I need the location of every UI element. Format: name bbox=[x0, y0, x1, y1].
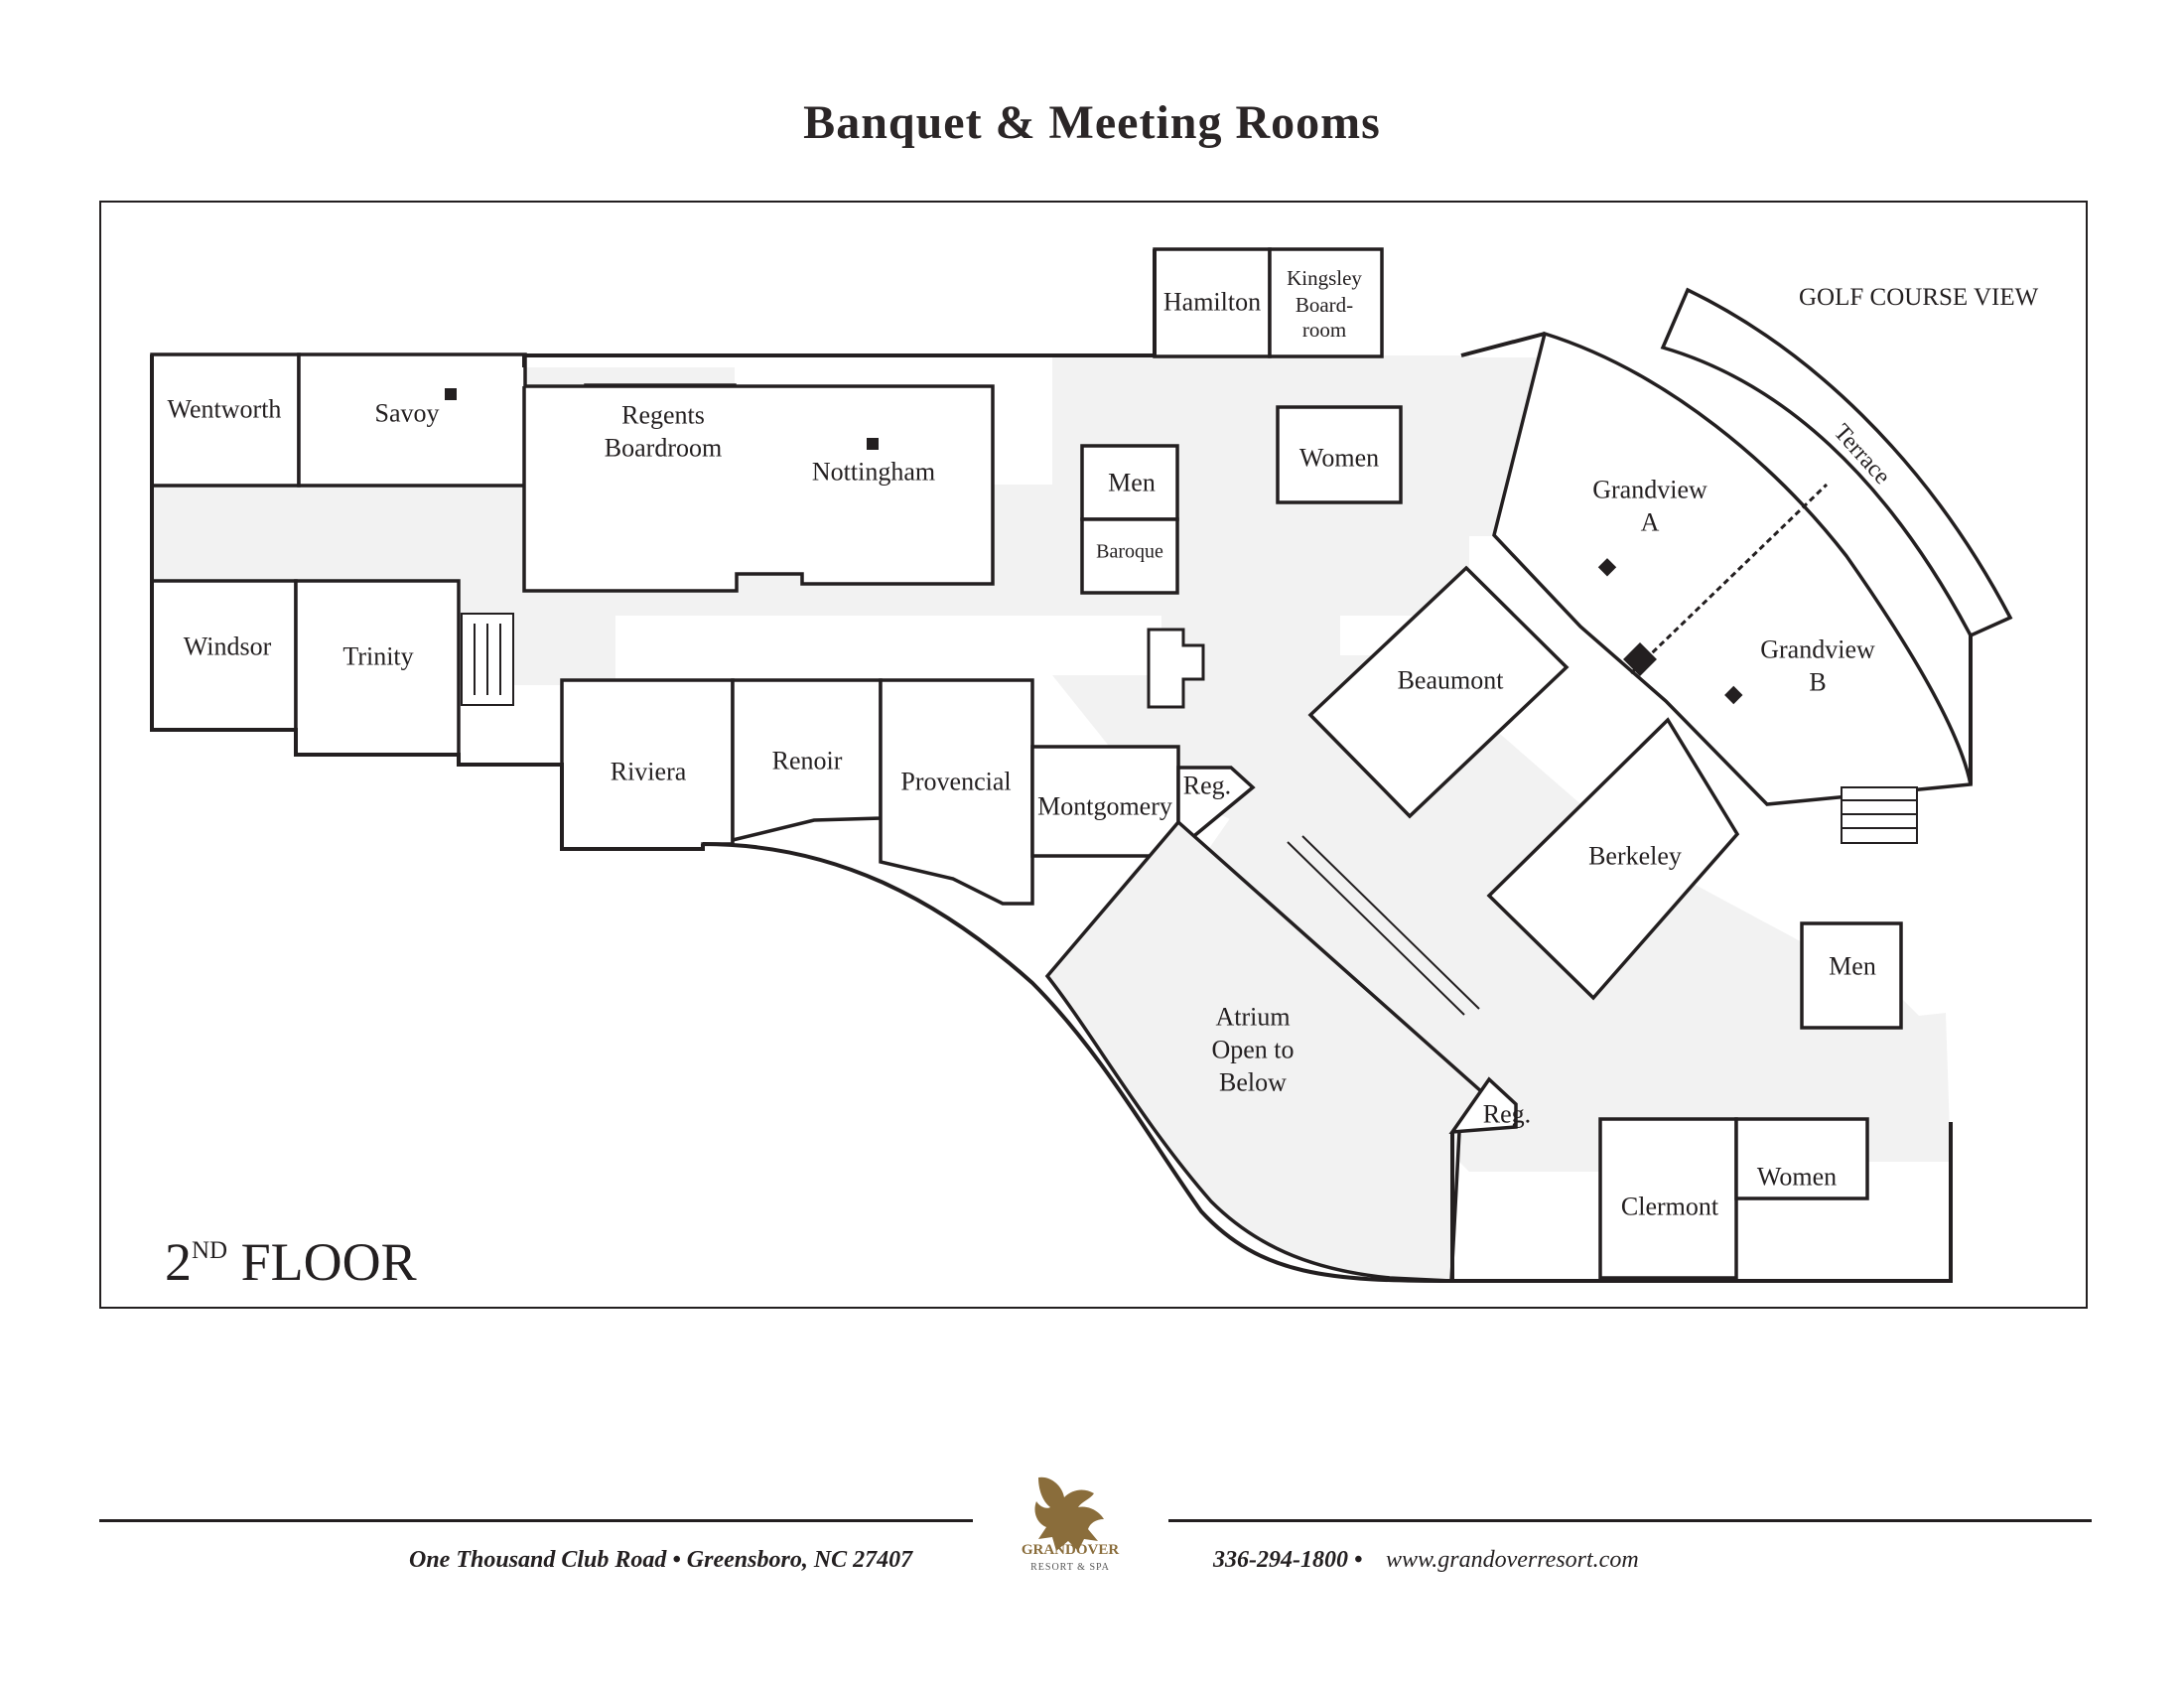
label-reg-upper: Reg. bbox=[1182, 771, 1232, 800]
walls bbox=[150, 247, 2013, 1283]
footer-website[interactable]: www.grandoverresort.com bbox=[1386, 1547, 1639, 1573]
label-atrium-2: Open to bbox=[1211, 1035, 1295, 1064]
building-outline bbox=[150, 249, 1973, 1283]
label-kingsley-3: room bbox=[1301, 317, 1347, 342]
footer-rule-left bbox=[99, 1519, 973, 1522]
footer-address: One Thousand Club Road • Greensboro, NC … bbox=[409, 1547, 913, 1573]
label-women-lower: Women bbox=[1756, 1162, 1838, 1192]
floor-suffix: ND bbox=[192, 1237, 228, 1264]
label-atrium-3: Below bbox=[1219, 1067, 1287, 1097]
stairs-west bbox=[461, 613, 514, 706]
logo-wordmark: GRANDOVER bbox=[1021, 1542, 1120, 1558]
floor-word: FLOOR bbox=[240, 1232, 417, 1292]
label-nottingham: Nottingham bbox=[811, 457, 936, 487]
label-grandview-a-1: Grandview bbox=[1592, 475, 1707, 504]
room-men-lower bbox=[1800, 921, 1903, 1030]
label-berkeley: Berkeley bbox=[1588, 841, 1682, 871]
label-grandview-a-2: A bbox=[1640, 507, 1660, 537]
room-baroque bbox=[1080, 517, 1179, 595]
room-reg-lower bbox=[1448, 1076, 1518, 1135]
atrium-railing bbox=[1287, 835, 1480, 1016]
label-baroque: Baroque bbox=[1096, 540, 1163, 563]
label-beaumont: Beaumont bbox=[1397, 665, 1504, 695]
room-beaumont bbox=[1307, 565, 1570, 819]
room-clermont bbox=[1598, 1117, 1738, 1280]
floor-label: 2ND FLOOR bbox=[165, 1231, 417, 1293]
golf-course-view-label: GOLF COURSE VIEW bbox=[1799, 284, 2039, 311]
room-savoy bbox=[297, 352, 527, 488]
grandview-b-marker bbox=[1724, 685, 1743, 705]
label-grandview-b-2: B bbox=[1809, 667, 1827, 697]
room-nottingham bbox=[522, 384, 995, 593]
floor-number: 2 bbox=[165, 1232, 192, 1292]
label-kingsley-1: Kingsley bbox=[1287, 265, 1362, 290]
label-windsor: Windsor bbox=[183, 632, 272, 661]
room-montgomery bbox=[1030, 745, 1180, 858]
logo-subtitle: RESORT & SPA bbox=[1030, 1562, 1110, 1573]
label-trinity: Trinity bbox=[342, 641, 414, 671]
label-clermont: Clermont bbox=[1620, 1192, 1719, 1221]
label-men-lower: Men bbox=[1829, 951, 1876, 981]
stairs-east bbox=[1841, 786, 1918, 844]
label-wentworth: Wentworth bbox=[167, 394, 282, 424]
room-women-lower bbox=[1734, 1117, 1869, 1200]
label-hamilton: Hamilton bbox=[1162, 287, 1262, 317]
label-men-upper: Men bbox=[1108, 468, 1156, 497]
room-berkeley bbox=[1486, 717, 1740, 1001]
room-atrium bbox=[1044, 819, 1485, 1283]
savoy-marker bbox=[445, 388, 457, 400]
footer-rule-right bbox=[1168, 1519, 2092, 1522]
label-savoy: Savoy bbox=[374, 398, 440, 428]
label-women-upper: Women bbox=[1298, 443, 1380, 473]
label-riviera: Riviera bbox=[610, 757, 687, 786]
grandview-partition bbox=[1629, 483, 1829, 675]
label-reg-lower: Reg. bbox=[1482, 1099, 1532, 1129]
label-montgomery: Montgomery bbox=[1037, 791, 1172, 821]
room-renoir bbox=[731, 678, 883, 843]
room-grandview bbox=[1492, 331, 1974, 806]
griffin-logo-icon bbox=[1034, 1477, 1104, 1551]
room-provencial bbox=[879, 678, 1034, 906]
room-hamilton bbox=[1153, 247, 1272, 358]
grandview-stairs bbox=[1623, 642, 1657, 676]
label-provencial: Provencial bbox=[900, 767, 1012, 796]
grandview-a-marker bbox=[1597, 558, 1617, 577]
room-women-upper bbox=[1276, 405, 1403, 504]
label-renoir: Renoir bbox=[771, 746, 843, 775]
page-title: Banquet & Meeting Rooms bbox=[803, 96, 1381, 149]
label-atrium-1: Atrium bbox=[1215, 1002, 1291, 1032]
room-kingsley bbox=[1268, 247, 1384, 358]
pillar bbox=[1147, 628, 1205, 709]
nottingham-marker bbox=[867, 438, 879, 450]
label-regents-1: Regents bbox=[621, 400, 705, 430]
label-regents-2: Boardroom bbox=[604, 433, 723, 463]
label-grandview-b-1: Grandview bbox=[1760, 634, 1875, 664]
footer-phone: 336-294-1800 • bbox=[1213, 1547, 1363, 1573]
floorplan-frame bbox=[99, 201, 2088, 1309]
label-kingsley-2: Board- bbox=[1295, 292, 1354, 317]
